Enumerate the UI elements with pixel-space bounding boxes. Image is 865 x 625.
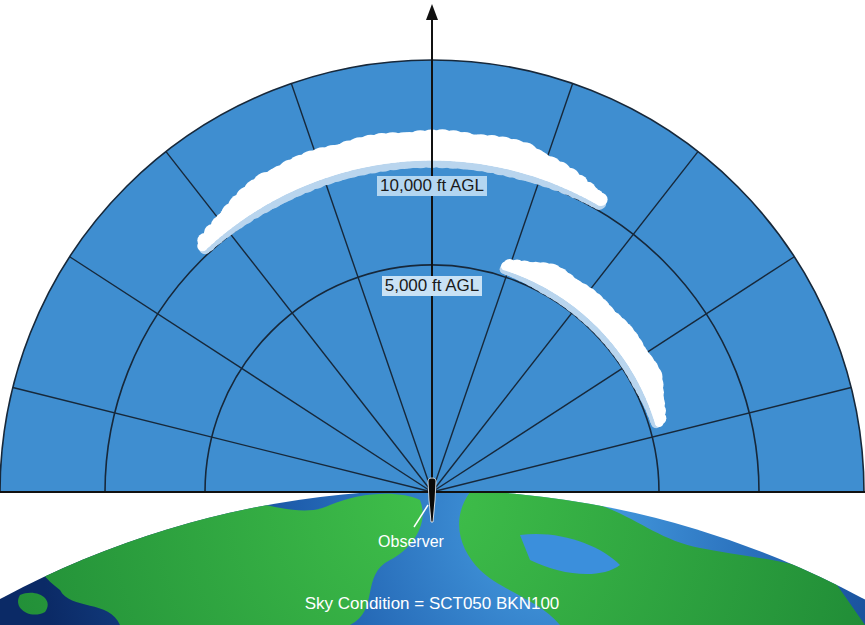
azimuth-line <box>70 257 432 492</box>
azimuth-line <box>432 152 698 492</box>
altitude-label: 5,000 ft AGL <box>382 276 483 296</box>
azimuth-line <box>432 257 794 492</box>
land-mass <box>18 593 48 615</box>
observer-label: Observer <box>375 533 447 551</box>
scattered-cloud-layer <box>500 259 667 428</box>
altitude-label: 10,000 ft AGL <box>377 176 487 196</box>
observer-leader-line <box>414 505 428 527</box>
cloud-puff <box>594 193 607 206</box>
lake <box>520 534 620 574</box>
cloud-base <box>204 157 600 247</box>
observer-figure <box>428 478 436 522</box>
zenith-arrow-shaft <box>431 16 433 492</box>
sky-condition-caption: Sky Condition = SCT050 BKN100 <box>302 594 563 614</box>
cloud-base <box>505 267 658 423</box>
azimuth-line <box>166 152 432 492</box>
cloud-puff <box>655 418 664 427</box>
broken-cloud-layer <box>197 129 607 254</box>
cloud-base-shade <box>504 269 655 423</box>
zenith-arrowhead <box>426 4 438 20</box>
